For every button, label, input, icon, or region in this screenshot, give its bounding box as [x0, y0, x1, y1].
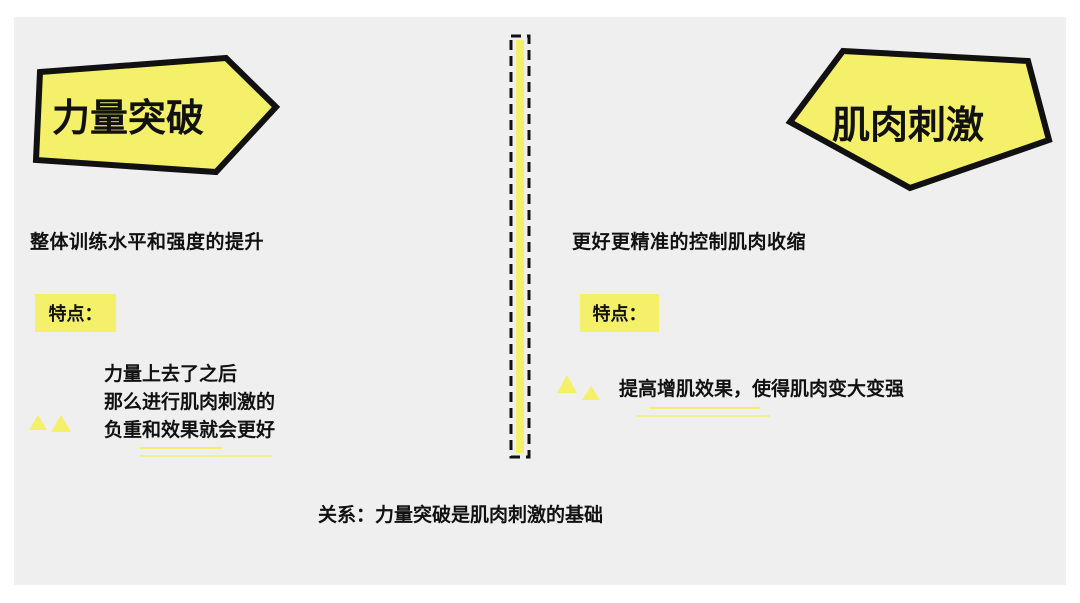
left-feature-label-text: 特点：	[48, 304, 103, 325]
right-feature-point: 提高增肌效果，使得肌肉变大变强	[619, 378, 905, 400]
right-triangle-decoration	[557, 375, 577, 393]
left-feature-label: 特点：	[35, 294, 116, 332]
left-triangle-decoration	[29, 415, 47, 430]
left-triangle-decoration	[51, 415, 71, 432]
right-feature-label-text: 特点：	[592, 304, 647, 325]
left-feature-list: 力量上去了之后 那么进行肌肉刺激的 负重和效果就会更好	[104, 360, 275, 444]
left-badge-title: 力量突破	[52, 96, 204, 140]
left-feature-line: 负重和效果就会更好	[104, 419, 276, 441]
left-feature-line: 力量上去了之后	[104, 363, 238, 385]
left-badge-shape	[32, 54, 281, 176]
center-divider-fill	[516, 40, 524, 453]
right-description: 更好更精准的控制肌肉收缩	[572, 231, 807, 253]
relation-statement: 关系：力量突破是肌肉刺激的基础	[318, 504, 604, 526]
right-triangle-decoration	[582, 386, 600, 400]
left-feature-line: 那么进行肌肉刺激的	[104, 391, 276, 413]
right-feature-label: 特点：	[580, 294, 659, 332]
right-badge-title: 肌肉刺激	[832, 103, 984, 147]
right-badge-shape	[785, 47, 1053, 192]
center-divider-border	[509, 34, 531, 459]
left-description: 整体训练水平和强度的提升	[30, 231, 265, 253]
